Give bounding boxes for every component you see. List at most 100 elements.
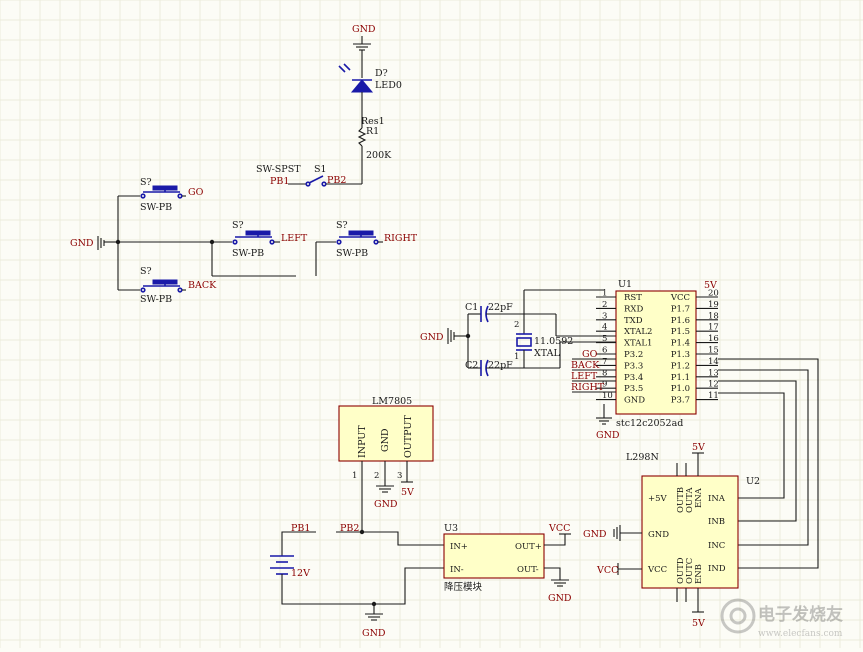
mcu-right-pin-num: 20 — [708, 289, 719, 299]
push-button-icon — [348, 230, 374, 236]
regulator-lm7805: LM7805 INPUT GND OUTPUT 1 2 3 GND 5V — [338, 396, 434, 532]
mcu-left-pin-num: 9 — [602, 380, 607, 390]
mcu-left-pin-name: TXD — [624, 316, 643, 326]
mcu-left-pin-name: P3.4 — [624, 373, 643, 383]
resistor-designator: R1 — [366, 126, 379, 137]
push-button-icon — [152, 185, 178, 191]
regulator-pin-input-name: INPUT — [357, 425, 368, 458]
buck-name: 降压模块 — [444, 581, 483, 593]
mcu-right-pin-num: 18 — [708, 311, 719, 321]
gnd-symbol-top: GND — [352, 24, 376, 78]
regulator-pin-output-name: OUTPUT — [403, 415, 414, 458]
mcu-right-pin-name: VCC — [670, 293, 690, 303]
buck-pin-in-plus: IN+ — [450, 542, 468, 552]
regulator-5v-label: 5V — [401, 487, 414, 498]
mcu-left-pin-name: RXD — [624, 304, 643, 314]
led-icon — [350, 79, 374, 93]
capacitor-c2: C2 22pF — [465, 359, 560, 377]
button-go-designator: S? — [140, 177, 152, 188]
resistor-value: 200K — [366, 150, 392, 161]
net-pb2-battery: PB2 — [340, 523, 359, 534]
push-button-icon — [245, 230, 271, 236]
battery-voltage: 12V — [291, 568, 310, 579]
mcu-right-pin-num: 15 — [708, 346, 719, 356]
mcu-5v-label: 5V — [704, 280, 717, 291]
driver-pin-outa: OUTA — [685, 487, 695, 513]
regulator-part: LM7805 — [372, 396, 412, 407]
mcu-left-pin-num: 6 — [602, 346, 607, 356]
gnd-label-crystal: GND — [420, 332, 444, 343]
resistor-icon — [357, 127, 367, 147]
mcu-right-pin-name: P1.6 — [671, 316, 690, 326]
driver-designator: U2 — [746, 476, 760, 487]
mcu-right-pin-num: 14 — [708, 357, 719, 367]
driver-pin-ina: INA — [708, 494, 726, 504]
mcu-left-pin-num: 8 — [602, 368, 607, 378]
driver-5v-top: 5V — [692, 442, 705, 453]
buck-designator: U3 — [444, 523, 458, 534]
net-pb1-switch: PB1 — [270, 176, 289, 187]
mcu-left-pin-num: 3 — [602, 311, 607, 321]
led-value: LED0 — [375, 80, 402, 91]
mcu-right-pin-name: P1.4 — [671, 339, 690, 349]
button-back-type: SW-PB — [140, 294, 172, 305]
crystal-xtal: 2 1 11.0592 XTAL — [514, 289, 616, 368]
button-left-type: SW-PB — [232, 248, 264, 259]
driver-pin-gnd: GND — [648, 530, 669, 540]
driver-vcc-label: VCC — [596, 565, 618, 576]
mcu-right-pin-num: 12 — [708, 380, 719, 390]
push-button-icon — [152, 279, 178, 285]
crystal-pin-b: 1 — [514, 352, 519, 362]
net-pb1-battery: PB1 — [291, 523, 310, 534]
gnd-symbol-buttons: GND — [70, 236, 121, 250]
gnd-label-regulator: GND — [374, 499, 398, 510]
capacitor-c2-value: 22pF — [488, 360, 513, 371]
crystal-value: 11.0592 — [534, 336, 573, 347]
button-right-type: SW-PB — [336, 248, 368, 259]
switch-designator: S1 — [314, 164, 327, 175]
driver-pin-inb: INB — [708, 517, 725, 527]
buck-pin-out-minus: OUT- — [517, 565, 539, 575]
button-back-designator: S? — [140, 266, 152, 277]
mcu-left-pin-name: P3.2 — [624, 350, 643, 360]
button-go-type: SW-PB — [140, 202, 172, 213]
mcu-left-pin-num: 4 — [602, 323, 607, 333]
watermark-url: www.elecfans.com — [758, 629, 843, 639]
mcu-right-pin-name: P1.5 — [671, 327, 690, 337]
gnd-label-buck: GND — [548, 593, 572, 604]
regulator-pin-2: 2 — [374, 471, 379, 481]
mcu-left-pin-name: P3.5 — [624, 384, 643, 394]
gnd-label-top: GND — [352, 24, 376, 35]
button-left: S? LEFT SW-PB — [232, 220, 308, 259]
net-right-mcu: RIGHT — [571, 382, 605, 393]
regulator-pin-3: 3 — [397, 471, 402, 481]
buck-wiring — [336, 531, 444, 605]
gnd-symbol-battery: GND — [362, 604, 386, 639]
mcu-left-pin-name: RST — [624, 293, 642, 303]
gnd-label-buttons: GND — [70, 238, 94, 249]
button-left-designator: S? — [232, 220, 244, 231]
mcu-driver-wires — [718, 358, 819, 569]
regulator-body — [338, 405, 434, 462]
mcu-left-pin-num: 10 — [602, 391, 613, 401]
net-back-button: BACK — [188, 280, 217, 291]
driver-pin-ind: IND — [708, 564, 726, 574]
switch-s1: SW-SPST S1 PB1 PB2 — [256, 164, 362, 187]
mcu-right-pin-name: P1.2 — [671, 361, 690, 371]
buck-module-u3: U3 IN+ IN- OUT+ OUT- 降压模块 VCC GND — [443, 523, 572, 604]
mcu-right-pin-num: 13 — [708, 368, 719, 378]
net-right-button: RIGHT — [384, 233, 418, 244]
mcu-right-pin-num: 17 — [708, 323, 719, 333]
gnd-label-mcu: GND — [596, 430, 620, 441]
driver-pin-inc: INC — [708, 541, 725, 551]
crystal-icon — [516, 337, 532, 347]
buck-pin-in-minus: IN- — [450, 565, 464, 575]
driver-pin-5v: +5V — [648, 494, 668, 504]
driver-5v-bottom: 5V — [692, 618, 705, 629]
mcu-left-pin-num: 1 — [602, 289, 607, 299]
driver-pin-outb: OUTB — [676, 487, 686, 513]
mcu-right-pin-name: P1.3 — [671, 350, 690, 360]
